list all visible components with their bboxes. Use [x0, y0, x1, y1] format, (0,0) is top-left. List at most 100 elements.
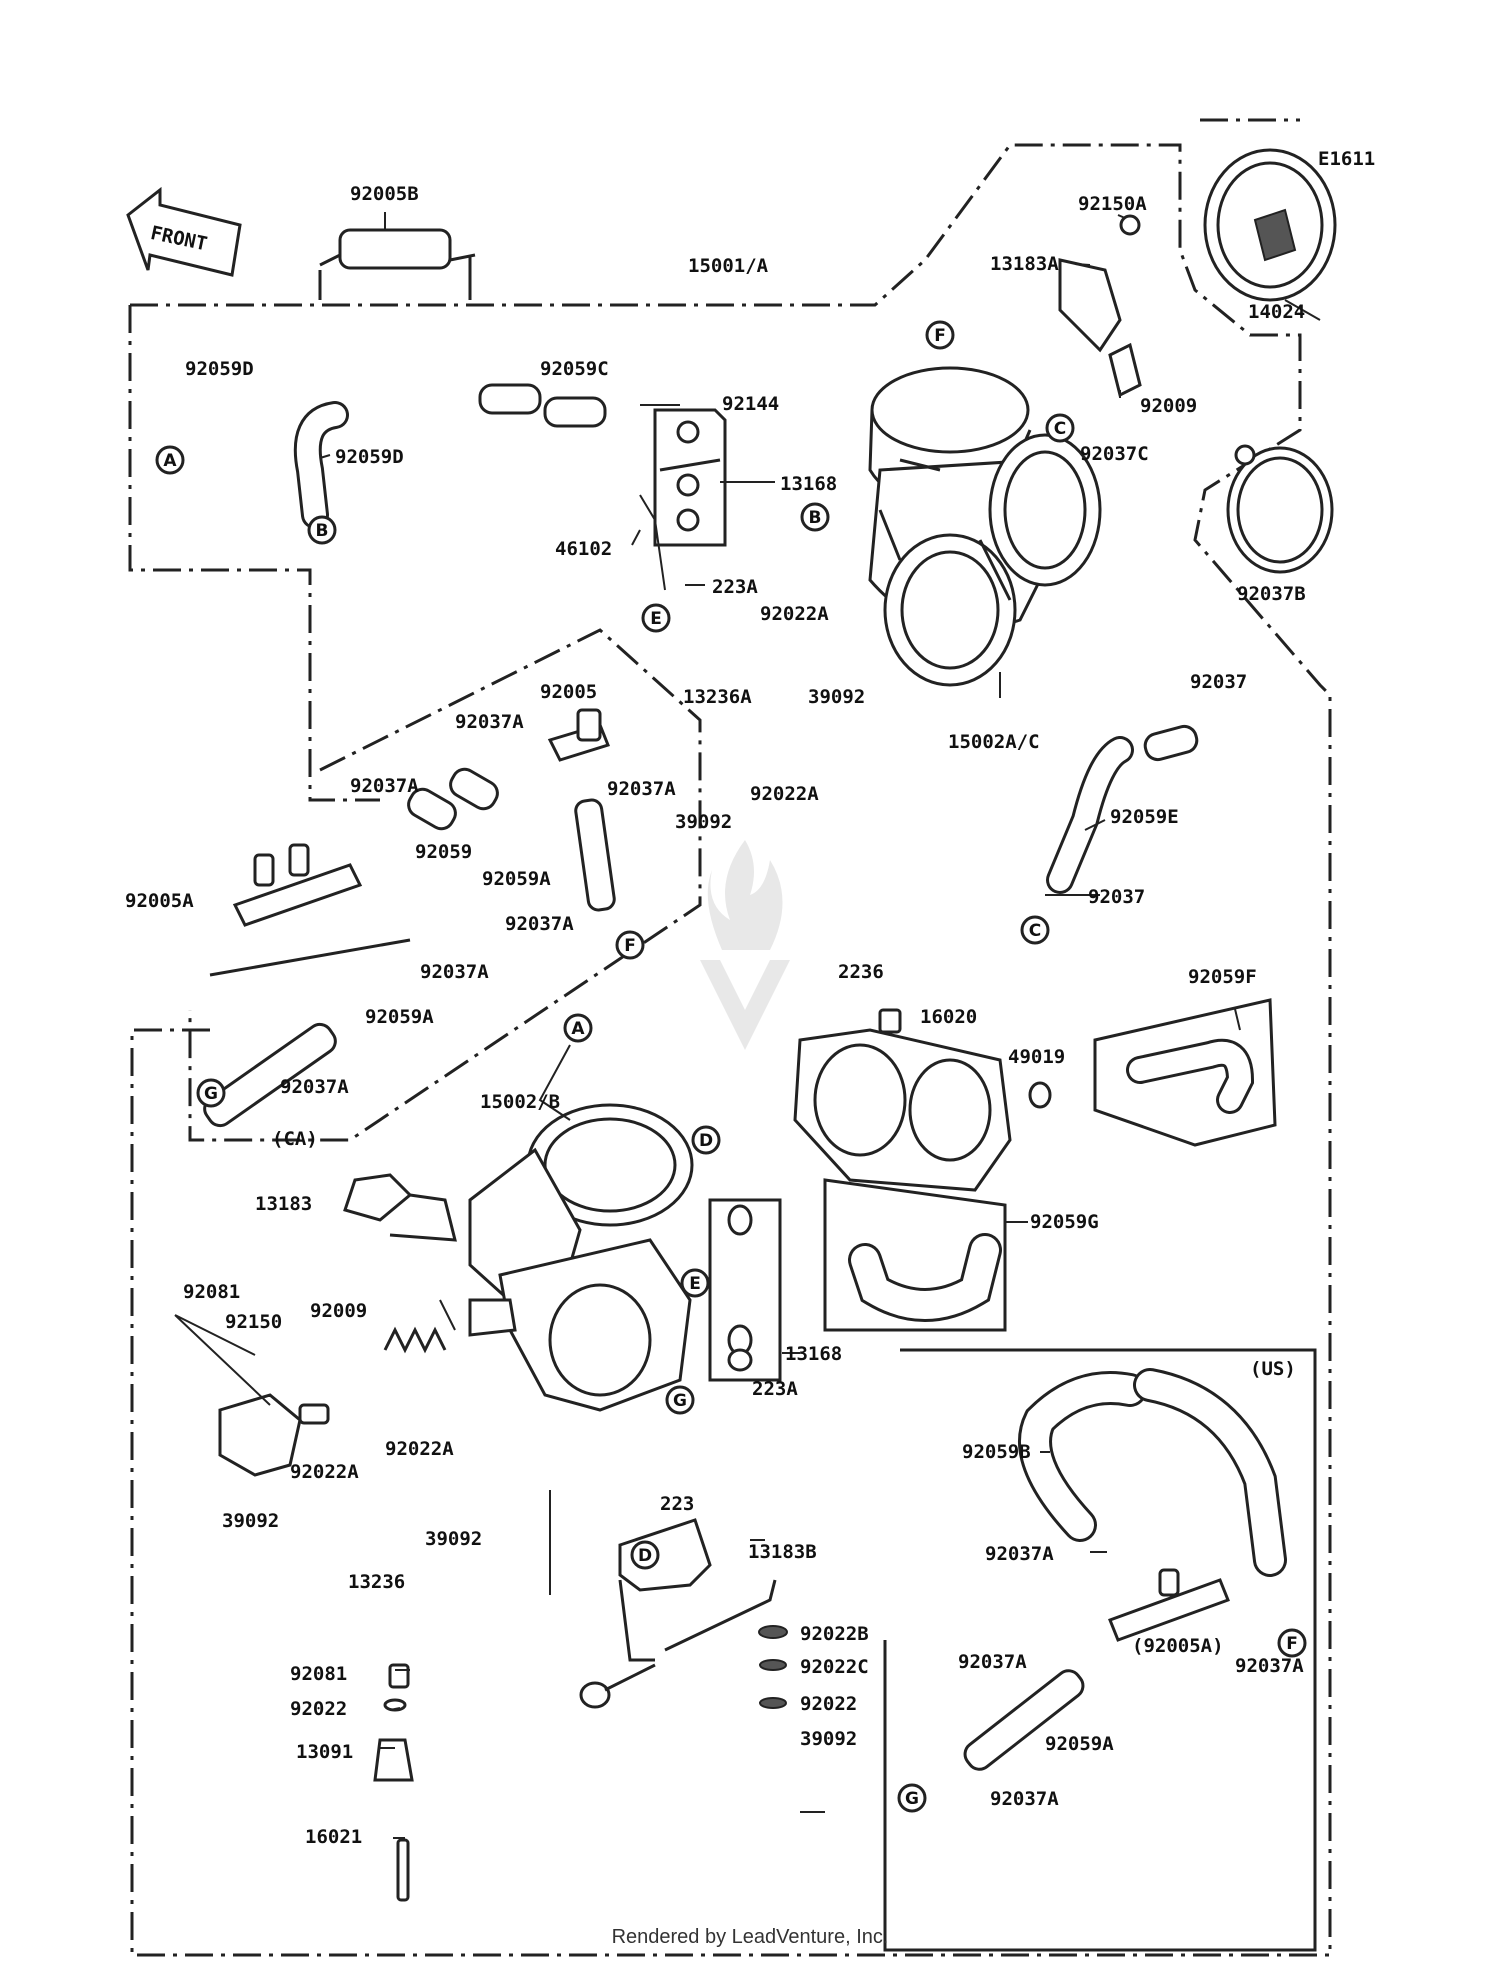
spring-92081 — [383, 1326, 447, 1354]
part-label: 92059E — [1110, 806, 1179, 828]
svg-text:E: E — [650, 609, 662, 629]
part-label: 39092 — [425, 1528, 482, 1550]
bracket-13168-top — [653, 408, 727, 547]
ref-circle-E: E — [680, 1268, 710, 1298]
part-label: 92022 — [290, 1698, 347, 1720]
svg-text:B: B — [316, 521, 329, 541]
bracket-13183A — [1058, 214, 1142, 398]
box-92059F — [1093, 998, 1277, 1147]
part-label: 92037A — [350, 775, 419, 797]
part-label: 92037A — [1235, 1655, 1304, 1677]
ref-circle-B: B — [307, 515, 337, 545]
svg-text:E: E — [689, 1274, 701, 1294]
part-label: 92081 — [290, 1663, 347, 1685]
part-label: 92009 — [310, 1300, 367, 1322]
hose-92005B — [318, 228, 476, 300]
part-label: 92037A — [505, 913, 574, 935]
part-label: 92059D — [335, 446, 404, 468]
part-label: 92059D — [185, 358, 254, 380]
part-label: 92059A — [365, 1006, 434, 1028]
part-label: 92059F — [1188, 966, 1257, 988]
part-label: 92037A — [607, 778, 676, 800]
ref-circle-G: G — [897, 1783, 927, 1813]
svg-text:G: G — [905, 1789, 919, 1809]
part-label: 92022C — [800, 1656, 869, 1678]
ref-circle-F: F — [1277, 1628, 1307, 1658]
part-label: (CA) — [272, 1128, 318, 1150]
part-label: 13091 — [296, 1741, 353, 1763]
part-label: 92005B — [350, 183, 419, 205]
part-label: 13183A — [990, 253, 1059, 275]
part-label: 92059A — [1045, 1733, 1114, 1755]
part-label: 223 — [660, 1493, 694, 1515]
bracket-13168-bottom — [708, 1198, 782, 1382]
part-label: 13183 — [255, 1193, 312, 1215]
part-label: 16020 — [920, 1006, 977, 1028]
fuel-pump-16020 — [793, 1008, 1052, 1192]
box-92059G — [823, 1178, 1007, 1332]
part-label: 92037 — [1190, 671, 1247, 693]
linkage-13183B — [579, 1518, 777, 1709]
carburetor-15002B — [468, 1103, 694, 1412]
reference-circles: A B F B C E F C G A D E G D F G — [155, 320, 1307, 1813]
part-label: 39092 — [800, 1728, 857, 1750]
part-label: 92005 — [540, 681, 597, 703]
jet-parts — [373, 1663, 414, 1902]
part-label: 92059G — [1030, 1211, 1099, 1233]
part-label: 15002/B — [480, 1091, 560, 1113]
part-label: (92005A) — [1132, 1635, 1224, 1657]
part-label: 39092 — [222, 1510, 279, 1532]
part-label: 2236 — [838, 961, 884, 983]
part-label: 92037 — [1088, 886, 1145, 908]
part-labels: 92005B 15001/A 92150A 13183A 14024 92059… — [125, 183, 1306, 1848]
svg-text:C: C — [1029, 921, 1041, 941]
part-label: 92059A — [482, 868, 551, 890]
ref-circle-B: B — [800, 502, 830, 532]
ref-circle-D: D — [630, 1540, 660, 1570]
part-label: 92022A — [385, 1438, 454, 1460]
part-label: 92059B — [962, 1441, 1031, 1463]
footer-credit: Rendered by LeadVenture, Inc. — [611, 1926, 889, 1948]
svg-text:G: G — [204, 1084, 218, 1104]
dashed-box-CA — [188, 628, 702, 1142]
hose-92059A-1 — [574, 798, 616, 912]
front-arrow: FRONT — [126, 186, 242, 277]
part-label: 92037A — [958, 1651, 1027, 1673]
hose-92059 — [407, 767, 499, 831]
part-label: 92059C — [540, 358, 609, 380]
part-label: 92022A — [760, 603, 829, 625]
watermark-logo — [700, 840, 790, 1050]
svg-text:B: B — [809, 508, 822, 528]
svg-text:F: F — [624, 936, 636, 956]
part-label: 39092 — [808, 686, 865, 708]
ref-circle-A: A — [563, 1013, 593, 1043]
part-label: 92081 — [183, 1281, 240, 1303]
fitting-92005A — [209, 843, 411, 977]
svg-text:D: D — [699, 1131, 713, 1151]
part-label: 92005A — [125, 890, 194, 912]
ref-circle-G: G — [665, 1385, 695, 1415]
cable-46102 — [639, 494, 666, 591]
ref-circle-C: C — [1045, 413, 1075, 443]
part-label: 13183B — [748, 1541, 817, 1563]
ref-circle-E: E — [641, 603, 671, 633]
hose-92059A-3 — [963, 1669, 1085, 1771]
part-label: 92022B — [800, 1623, 869, 1645]
part-label: 92037C — [1080, 443, 1149, 465]
bracket-13183 — [343, 1173, 457, 1242]
part-label: 92037A — [280, 1076, 349, 1098]
hose-92059D-2 — [293, 401, 349, 529]
svg-text:C: C — [1054, 419, 1066, 439]
fitting-92005 — [547, 708, 610, 762]
assembly-boundary — [128, 118, 1332, 1957]
part-label: 13236A — [683, 686, 752, 708]
part-label: 92037A — [990, 1788, 1059, 1810]
svg-text:F: F — [934, 326, 946, 346]
box-US — [883, 1348, 1317, 1952]
part-label: 92022 — [800, 1693, 857, 1715]
part-label: 16021 — [305, 1826, 362, 1848]
part-label: 92022A — [750, 783, 819, 805]
hose-92059A-2 — [203, 1022, 337, 1128]
ref-circle-C: C — [1020, 915, 1050, 945]
